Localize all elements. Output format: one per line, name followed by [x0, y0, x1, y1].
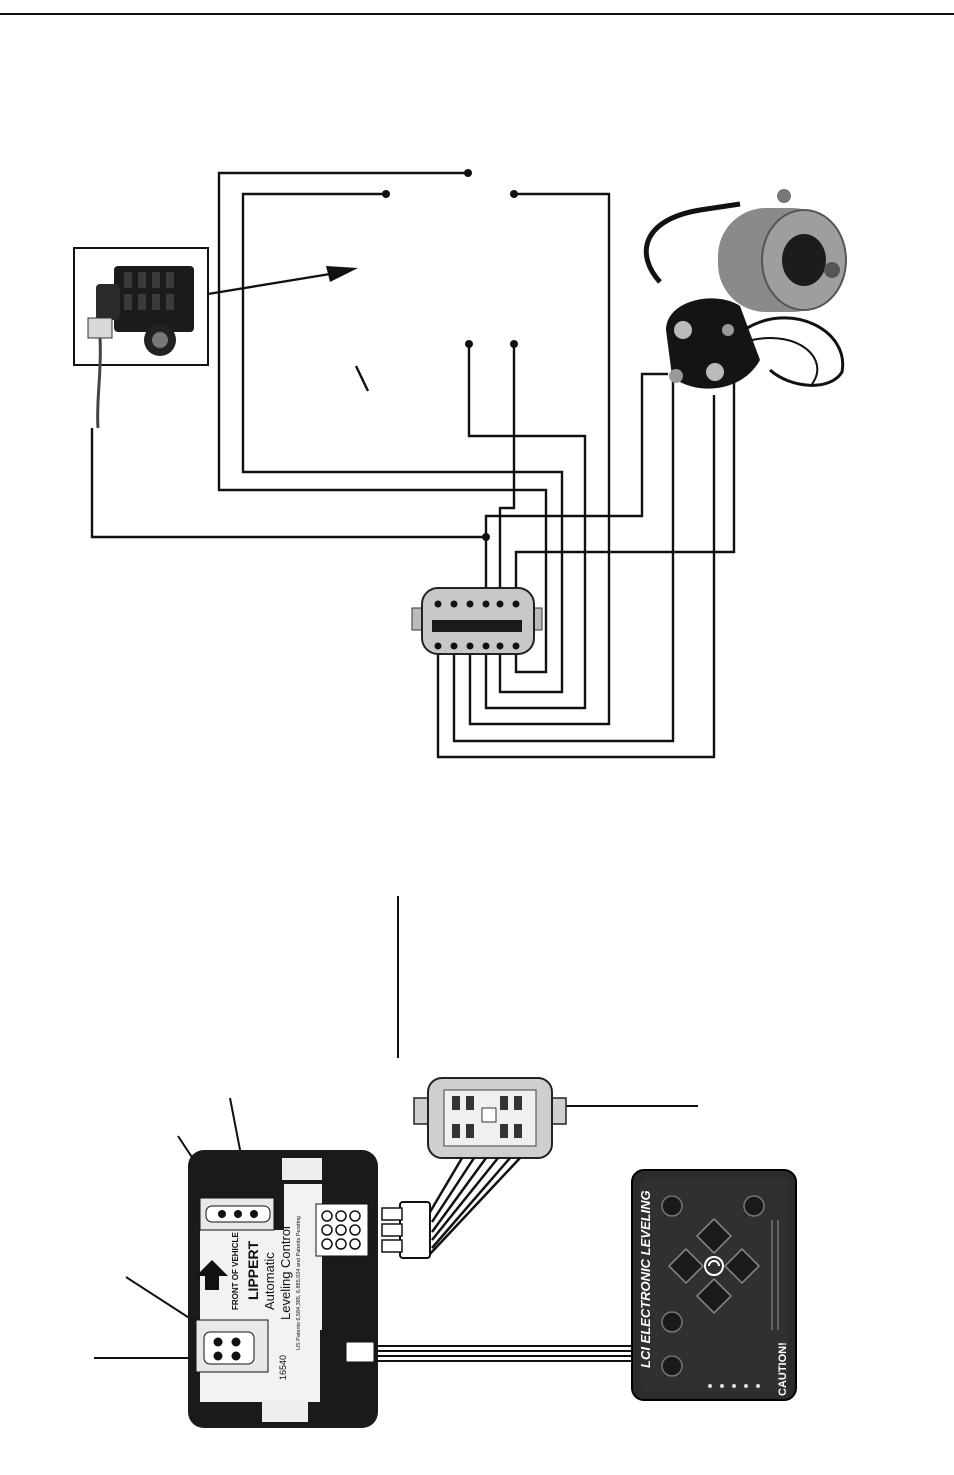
pointer-line	[207, 272, 331, 296]
connector-wires	[428, 1157, 521, 1255]
box-part-number: 16540	[278, 1355, 288, 1380]
all-jacks-button	[743, 1195, 765, 1217]
harness-connector-12pin	[411, 587, 543, 655]
wire-b	[241, 192, 564, 694]
panel-caution: CAUTION!	[777, 1342, 789, 1396]
man-button	[661, 1355, 683, 1377]
wire-i	[452, 380, 675, 743]
lci-swirl-icon	[704, 1256, 724, 1276]
front-button	[667, 1247, 705, 1285]
right-button	[695, 1217, 733, 1255]
wire-a	[217, 171, 548, 674]
box-product-line2: Leveling Control	[278, 1226, 293, 1320]
terminal-dots	[382, 169, 518, 541]
on-off-button	[661, 1195, 683, 1217]
wire-j	[436, 395, 716, 759]
wire-e	[498, 344, 516, 604]
wire-g	[90, 428, 486, 539]
hydraulic-pump-motor-photo	[643, 189, 847, 389]
wire-f	[484, 372, 668, 604]
motion-sensor-photo	[73, 247, 209, 429]
rear-button	[723, 1247, 761, 1285]
box-brand: LIPPERT	[245, 1240, 261, 1300]
wire-d	[467, 344, 587, 710]
front-arrow-icon	[196, 1260, 228, 1290]
slash-mark	[354, 365, 370, 392]
wire-c	[468, 192, 611, 726]
touch-panel: LCI ELECTRONIC LEVELING CAUTION!	[631, 1169, 797, 1401]
panel-title: LCI ELECTRONIC LEVELING	[638, 1190, 653, 1368]
box-front-of-vehicle: FRONT OF VEHICLE	[231, 1232, 240, 1310]
wire-h	[514, 330, 736, 604]
touchpad-harness-connector	[413, 1077, 567, 1159]
left-button	[695, 1277, 733, 1315]
ribbon-cable	[374, 1345, 638, 1362]
leveling-control-box	[188, 1150, 378, 1428]
pointer-arrowhead	[326, 266, 358, 282]
box-product-line1: Automatic	[262, 1252, 277, 1310]
top-wiring-diagram	[0, 13, 954, 759]
three-pin-plug	[381, 1201, 431, 1259]
box-patents: US Patents 6,584,385, 6,885,924 and Pate…	[296, 1216, 302, 1350]
auto-button	[661, 1311, 683, 1333]
